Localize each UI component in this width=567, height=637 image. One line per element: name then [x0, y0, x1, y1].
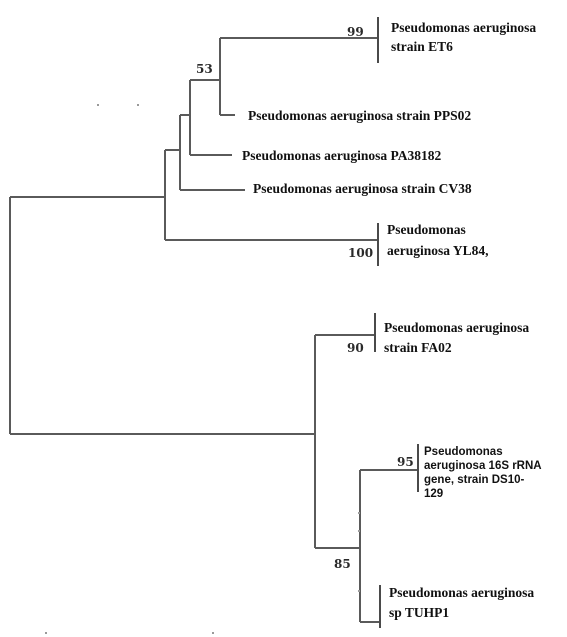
- bootstrap-ds10: 95: [397, 455, 414, 469]
- speck: [358, 530, 360, 532]
- taxon-label-fa02: Pseudomonas aeruginosa strain FA02: [384, 320, 533, 355]
- speck: [137, 104, 139, 106]
- taxon-label-cv38: Pseudomonas aeruginosa strain CV38: [253, 181, 472, 196]
- bootstrap-yl84: 100: [348, 246, 373, 260]
- bootstrap-pps02-clade: 53: [196, 62, 213, 76]
- speck: [212, 632, 214, 634]
- bootstrap-ds-tuhp-clade: 85: [334, 557, 351, 571]
- speck: [358, 590, 360, 592]
- taxon-label-tuhp1: Pseudomonas aeruginosa sp TUHP1: [389, 585, 538, 620]
- speck: [45, 632, 47, 634]
- taxon-label-ds10: Pseudomonas aeruginosa 16S rRNA gene, st…: [424, 446, 544, 500]
- bootstrap-et6: 99: [347, 25, 364, 39]
- taxon-label-pa38182: Pseudomonas aeruginosa PA38182: [242, 148, 442, 163]
- bootstrap-fa02: 90: [347, 341, 364, 355]
- taxon-label-et6: Pseudomonas aeruginosa strain ET6: [391, 20, 540, 54]
- taxon-label-yl84: Pseudomonas aeruginosa YL84,: [387, 222, 489, 258]
- speck: [97, 104, 99, 106]
- taxon-label-pps02: Pseudomonas aeruginosa strain PPS02: [248, 108, 471, 123]
- speck: [358, 512, 360, 514]
